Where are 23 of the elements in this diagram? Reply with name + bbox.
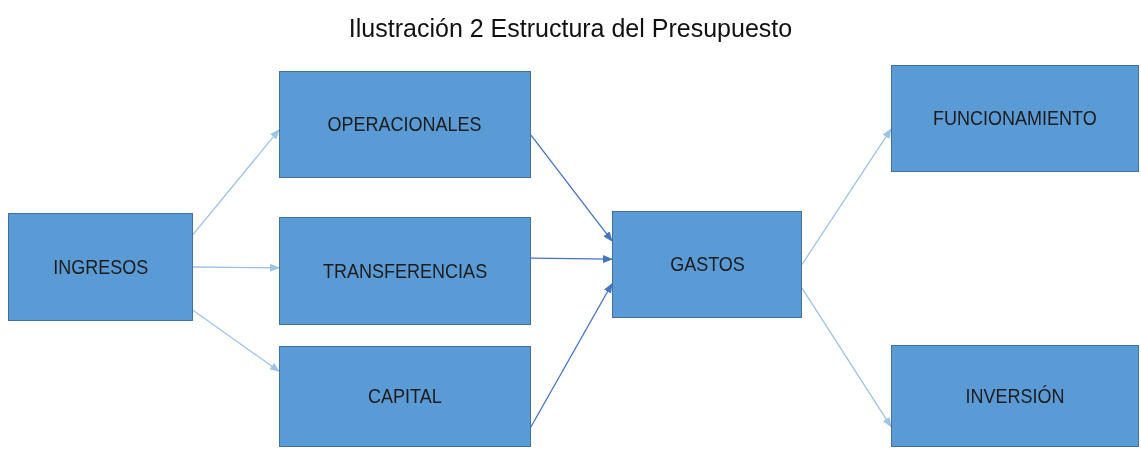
process-box bbox=[8, 213, 193, 321]
diagram-title: Ilustración 2 Estructura del Presupuesto bbox=[347, 14, 794, 43]
box-label: INGRESOS bbox=[53, 255, 148, 279]
process-box bbox=[891, 345, 1139, 447]
process-box bbox=[612, 211, 802, 318]
box-label: GASTOS bbox=[669, 253, 745, 276]
arrow bbox=[192, 309, 280, 372]
arrow bbox=[530, 255, 613, 264]
arrow bbox=[801, 128, 892, 266]
box-label: OPERACIONALES bbox=[327, 113, 482, 136]
process-box bbox=[279, 217, 531, 325]
box-label: INVERSIÓN bbox=[965, 384, 1065, 408]
arrow bbox=[192, 129, 280, 236]
process-box bbox=[279, 71, 531, 178]
box-label: TRANSFERENCIAS bbox=[323, 259, 487, 283]
box-label: FUNCIONAMIENTO bbox=[933, 107, 1097, 130]
arrow bbox=[530, 134, 613, 242]
arrow bbox=[530, 282, 613, 428]
arrow bbox=[801, 287, 892, 428]
box-label: CAPITAL bbox=[368, 385, 442, 408]
process-box bbox=[891, 65, 1139, 172]
process-box bbox=[279, 346, 531, 447]
arrow bbox=[192, 263, 280, 272]
